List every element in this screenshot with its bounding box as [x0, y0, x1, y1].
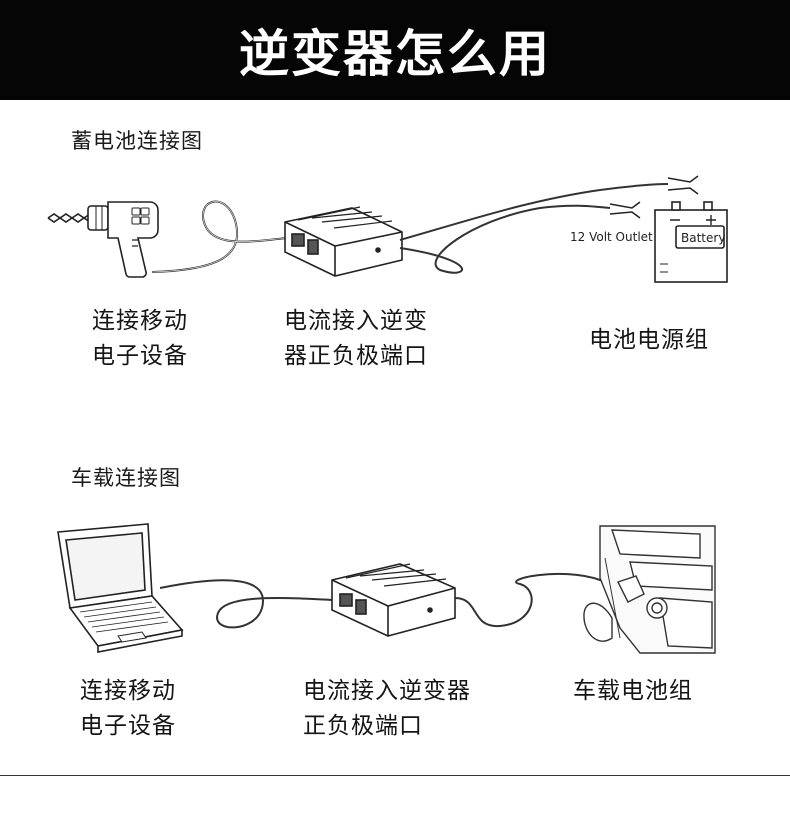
car-dashboard-icon [583, 525, 716, 654]
battery-label: Battery [681, 231, 725, 245]
label-source-2-text: 车载电池组 [573, 678, 693, 704]
label-inverter-2: 电流接入逆变器 正负极端口 [303, 674, 471, 744]
outlet-label: 12 Volt Outlet [570, 230, 653, 244]
label-inverter-line1: 电流接入逆变 [284, 308, 428, 334]
drill-cable [151, 200, 289, 273]
battery-icon [654, 201, 728, 283]
page-title: 逆变器怎么用 [239, 25, 551, 83]
section-car-title: 车载连接图 [71, 466, 181, 490]
label-device-line2: 电子设备 [92, 343, 188, 369]
battery-connection-diagram: 12 Volt Outlet Battery [47, 175, 728, 283]
car-connection-diagram [57, 523, 716, 654]
label-inverter-2-line1: 电流接入逆变器 [303, 678, 471, 704]
inverter-icon [284, 206, 403, 277]
label-inverter-line2: 器正负极端口 [284, 343, 428, 369]
laptop-icon [57, 523, 184, 653]
label-device: 连接移动 电子设备 [92, 304, 188, 374]
bottom-divider [0, 775, 790, 776]
label-inverter-2-line2: 正负极端口 [303, 713, 423, 739]
drill-icon [47, 201, 159, 278]
battery-cable-negative [399, 204, 611, 274]
label-source-text: 电池电源组 [589, 327, 709, 353]
label-device-2-line1: 连接移动 [80, 678, 176, 704]
label-device-2-line2: 电子设备 [80, 713, 176, 739]
section-battery-title: 蓄电池连接图 [71, 129, 203, 153]
battery-clamp-icon [609, 175, 699, 219]
label-source-2: 车载电池组 [573, 674, 693, 709]
label-source: 电池电源组 [589, 323, 709, 358]
label-device-2: 连接移动 电子设备 [80, 674, 176, 744]
inverter-icon [331, 563, 456, 637]
label-inverter: 电流接入逆变 器正负极端口 [284, 304, 428, 374]
laptop-cable [159, 579, 336, 629]
page-header: 逆变器怎么用 [0, 0, 790, 100]
battery-cable-positive [399, 183, 669, 241]
label-device-line1: 连接移动 [92, 308, 188, 334]
